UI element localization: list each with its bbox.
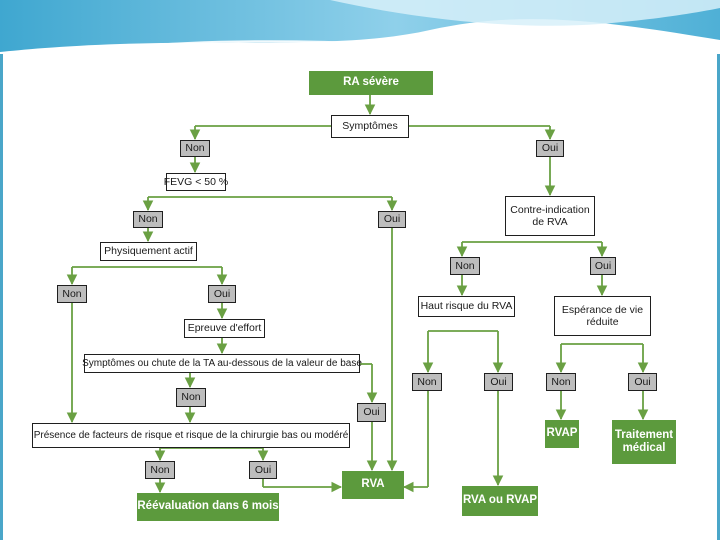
answer-contra-yes: Oui — [590, 257, 616, 275]
answer-high-risk-no: Non — [412, 373, 442, 391]
answer-symptoms-yes: Oui — [536, 140, 564, 157]
question-life-expectancy: Espérance de vie réduite — [554, 296, 651, 336]
answer-life-no: Non — [546, 373, 576, 391]
outcome-rvap: RVAP — [545, 420, 579, 448]
answer-fevg-no: Non — [133, 211, 163, 228]
answer-bp-drop-yes: Oui — [357, 403, 386, 422]
answer-active-yes: Oui — [208, 285, 236, 303]
answer-symptoms-no: Non — [180, 140, 210, 157]
answer-risk-yes: Oui — [249, 461, 277, 479]
outcome-rva: RVA — [342, 471, 404, 499]
question-symptoms: Symptômes — [331, 115, 409, 138]
outcome-reevaluation: Réévaluation dans 6 mois — [137, 493, 279, 521]
answer-active-no: Non — [57, 285, 87, 303]
frame-left-border — [0, 54, 3, 540]
start-ra-severe: RA sévère — [309, 71, 433, 95]
question-risk-factors: Présence de facteurs de risque et risque… — [32, 423, 350, 448]
outcome-medical-treatment: Traitement médical — [612, 420, 676, 464]
question-physically-active: Physiquement actif — [100, 242, 197, 261]
answer-life-yes: Oui — [628, 373, 657, 391]
question-contraindication: Contre-indication de RVA — [505, 196, 595, 236]
answer-bp-drop-no: Non — [176, 388, 206, 407]
frame-right-border — [717, 54, 720, 540]
header-wave-band — [0, 0, 720, 52]
step-stress-test: Epreuve d'effort — [184, 319, 265, 338]
question-fevg: FEVG < 50 % — [164, 173, 228, 191]
answer-risk-no: Non — [145, 461, 175, 479]
outcome-rva-or-rvap: RVA ou RVAP — [462, 486, 538, 516]
slide-frame — [0, 54, 720, 540]
answer-high-risk-yes: Oui — [484, 373, 513, 391]
answer-fevg-yes: Oui — [378, 211, 406, 228]
question-high-risk: Haut risque du RVA — [418, 296, 515, 317]
answer-contra-no: Non — [450, 257, 480, 275]
question-bp-drop: Symptômes ou chute de la TA au-dessous d… — [82, 354, 362, 373]
